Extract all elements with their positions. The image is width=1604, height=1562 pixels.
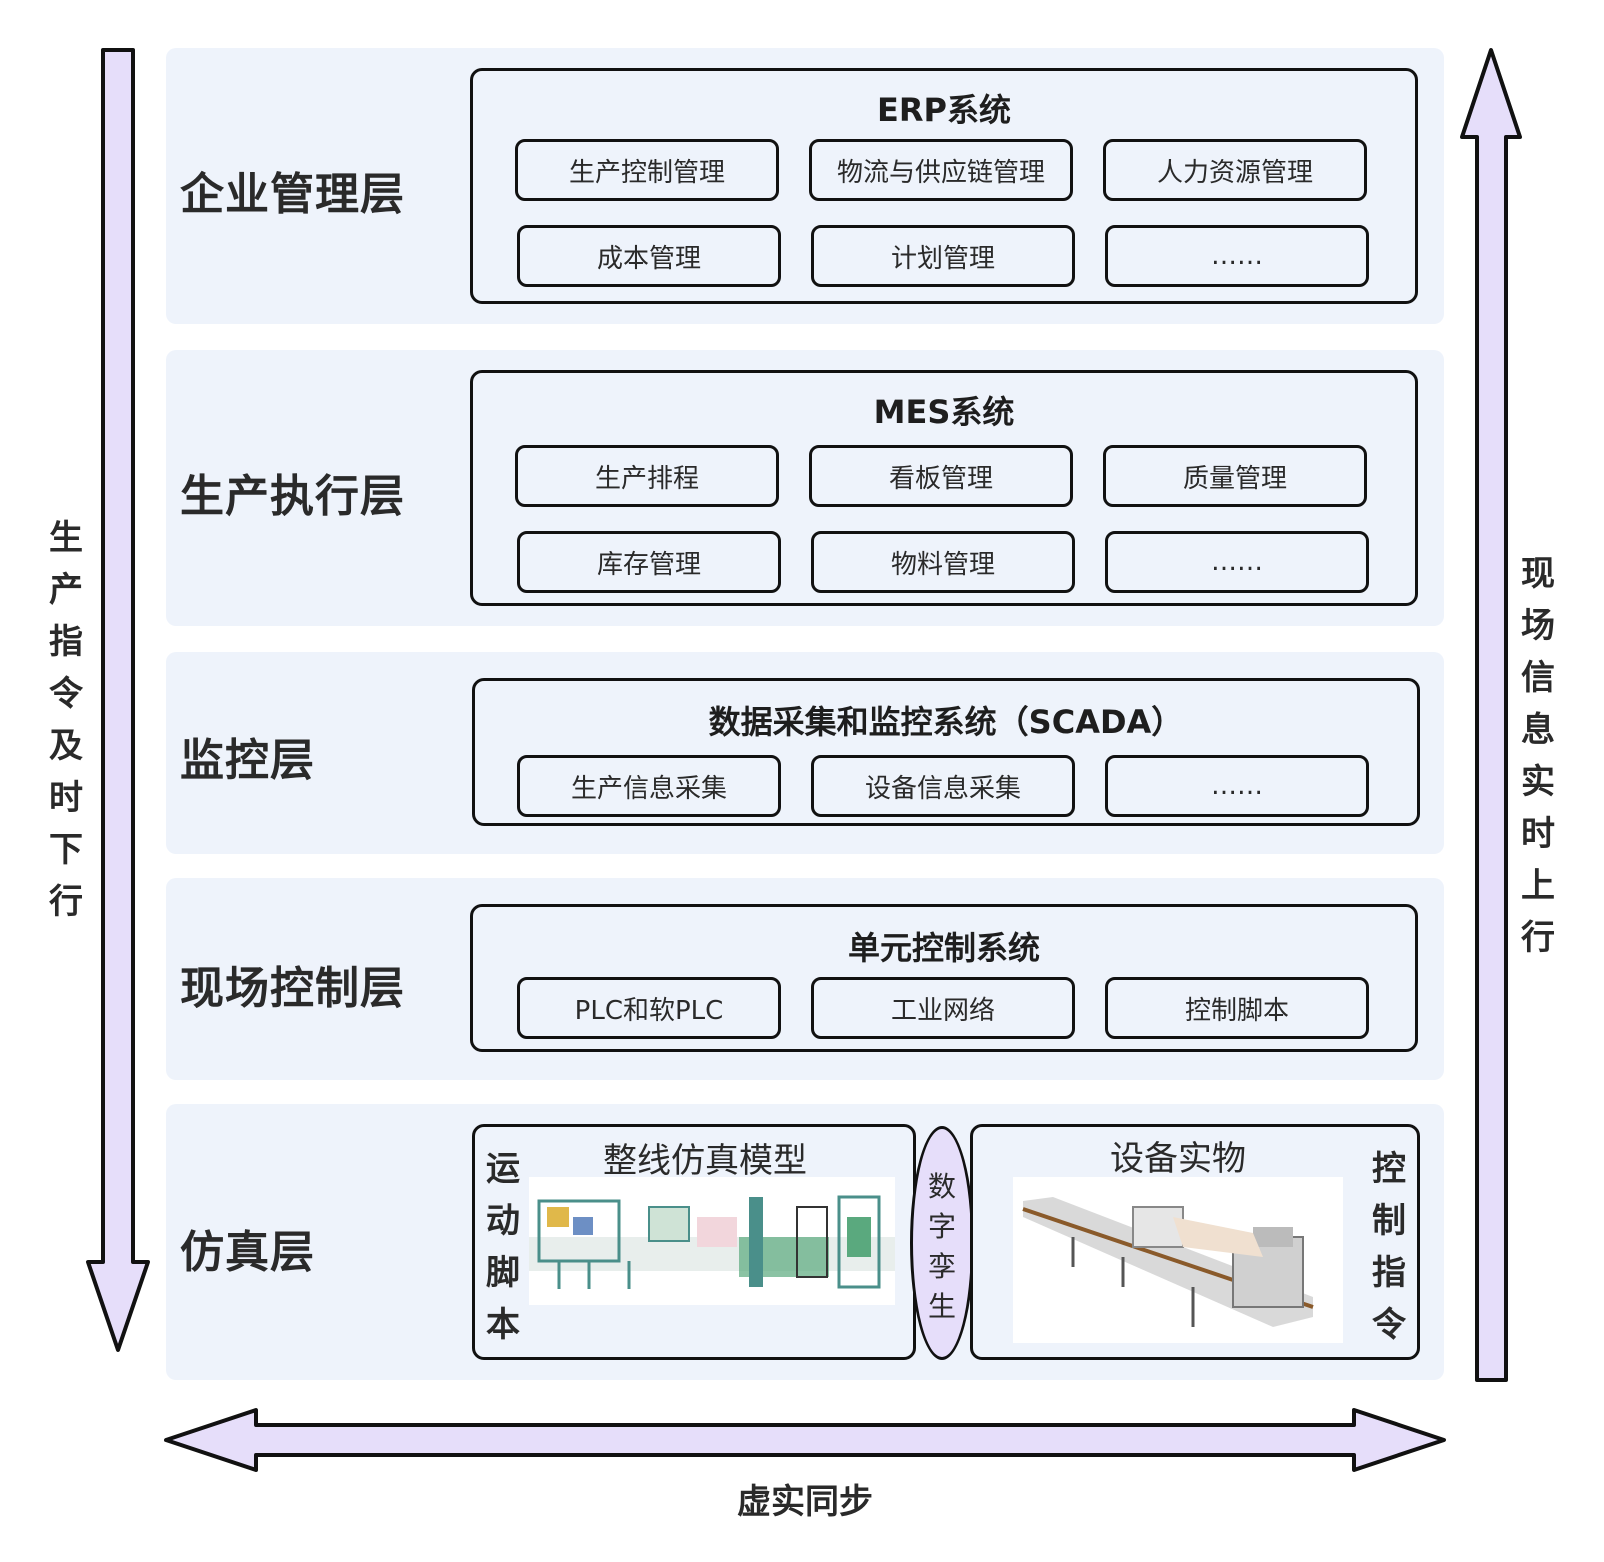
module-box: 质量管理 (1103, 445, 1367, 507)
module-box: 设备信息采集 (811, 755, 1075, 817)
module-box: 人力资源管理 (1103, 139, 1367, 201)
left-arrow-label: 生产 指令 及时 下行 (49, 518, 83, 922)
double-arrow-shape (164, 1408, 1446, 1472)
down-arrow-shape (86, 48, 150, 1352)
mes-system-frame: MES系统 生产排程 看板管理 质量管理 库存管理 物料管理 …… (470, 370, 1418, 606)
layer-name-enterprise: 企业管理层 (180, 169, 405, 220)
module-box: …… (1105, 225, 1369, 287)
module-box: 计划管理 (811, 225, 1075, 287)
module-box: PLC和软PLC (517, 977, 781, 1039)
module-box: 控制脚本 (1105, 977, 1369, 1039)
module-box: 物流与供应链管理 (809, 139, 1073, 201)
unit-control-frame: 单元控制系统 PLC和软PLC 工业网络 控制脚本 (470, 904, 1418, 1052)
module-box: 库存管理 (517, 531, 781, 593)
model-title: 整线仿真模型 (603, 1141, 807, 1181)
module-box: 工业网络 (811, 977, 1075, 1039)
system-title-mes: MES系统 (873, 393, 1015, 431)
system-title-scada: 数据采集和监控系统（SCADA） (708, 703, 1184, 741)
layer-name-monitor: 监控层 (180, 735, 315, 786)
scada-system-frame: 数据采集和监控系统（SCADA） 生产信息采集 设备信息采集 …… (472, 678, 1420, 826)
physical-equipment-frame: 设备实物 控制 指令 (970, 1124, 1420, 1360)
equipment-title: 设备实物 (1110, 1139, 1246, 1179)
simulation-model-image (529, 1177, 895, 1305)
module-box: 生产排程 (515, 445, 779, 507)
right-arrow-label: 现场 信息 实时 上行 (1521, 554, 1555, 958)
module-box: …… (1105, 755, 1369, 817)
system-title-unit: 单元控制系统 (847, 929, 1040, 967)
simulation-model-frame: 整线仿真模型 运动 脚本 (472, 1124, 916, 1360)
module-box: 成本管理 (517, 225, 781, 287)
erp-system-frame: ERP系统 生产控制管理 物流与供应链管理 人力资源管理 成本管理 计划管理 …… (470, 68, 1418, 304)
system-title-erp: ERP系统 (877, 91, 1011, 129)
digital-twin-label: 数 字 孪 生 (927, 1170, 956, 1323)
equipment-side-label: 控制 指令 (1372, 1149, 1406, 1345)
digital-twin-ellipse: 数 字 孪 生 (910, 1126, 974, 1360)
module-box: 生产控制管理 (515, 139, 779, 201)
up-arrow-shape (1460, 48, 1522, 1382)
module-box: 看板管理 (809, 445, 1073, 507)
module-box: …… (1105, 531, 1369, 593)
layer-name-field: 现场控制层 (180, 963, 405, 1014)
bottom-arrow-label: 虚实同步 (737, 1482, 873, 1522)
module-box: 物料管理 (811, 531, 1075, 593)
physical-equipment-image (1013, 1177, 1343, 1343)
layer-name-simulation: 仿真层 (180, 1227, 315, 1278)
module-box: 生产信息采集 (517, 755, 781, 817)
layer-name-execution: 生产执行层 (180, 471, 405, 522)
model-side-label: 运动 脚本 (486, 1149, 520, 1345)
